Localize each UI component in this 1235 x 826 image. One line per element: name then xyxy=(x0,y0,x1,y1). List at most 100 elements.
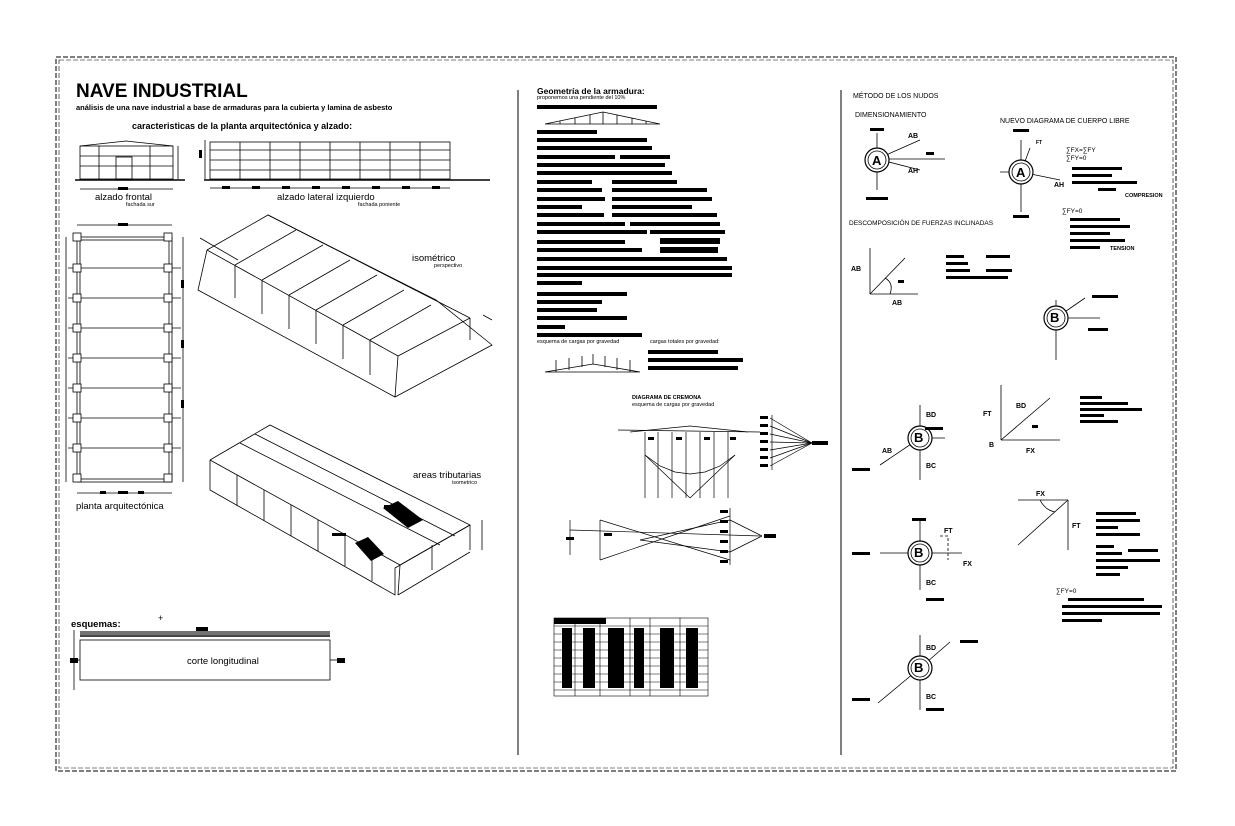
node-b-4-tag2 xyxy=(960,640,978,643)
cremona-diagram xyxy=(617,415,813,499)
node-b-4-tag3 xyxy=(926,708,944,711)
node-a-fbd-inner xyxy=(1011,162,1031,182)
floor-plan-dim-tags xyxy=(100,223,184,494)
cremona-title: DIAGRAMA DE CREMONA xyxy=(632,395,702,401)
decomposition-axes xyxy=(869,248,918,295)
truss-subtitle: proponemos una pendiente del 10% xyxy=(537,95,626,101)
label-ab-2: AB xyxy=(851,266,862,273)
bd-tag xyxy=(1032,425,1038,428)
label-ab-4: AB xyxy=(882,448,893,455)
section-cut-label: corte longitudinal xyxy=(187,656,259,667)
label-fx-1: FX xyxy=(1026,448,1035,455)
compression-label: COMPRESION xyxy=(1125,193,1163,199)
sum-fx-eq: ∑FX=∑FY xyxy=(1066,147,1096,154)
fbd-equation-blocks xyxy=(1070,167,1137,249)
plus-icon: + xyxy=(158,613,164,623)
section-left-tag xyxy=(70,658,78,663)
node-a-fbd-label: A xyxy=(1016,165,1026,180)
node-a-tag-top xyxy=(870,128,884,131)
section-title: caracteristicas de la planta arquitectón… xyxy=(132,121,353,131)
page-title: NAVE INDUSTRIAL xyxy=(76,81,248,102)
section-roof-hatch xyxy=(80,631,330,637)
label-fx-3: FX xyxy=(1036,491,1045,498)
node-b-4-label: B xyxy=(914,660,924,675)
node-a-tag-bottom xyxy=(866,197,888,200)
fx-ft-calc-blocks xyxy=(1096,512,1160,576)
side-elevation-label: alzado lateral izquierdo xyxy=(277,192,375,203)
sheet-border-outer xyxy=(55,56,1177,772)
decomposition-title: DESCOMPOSICIÓN DE FUERZAS INCLINADAS xyxy=(849,220,994,227)
floor-plan-label: planta arquitectónica xyxy=(76,501,164,512)
gravity-scheme-label: esquema de cargas por gravedad xyxy=(537,339,620,345)
cremona-labels xyxy=(648,416,828,467)
label-ab-3: AB xyxy=(892,300,903,307)
front-elevation-label: alzado frontal xyxy=(95,192,153,203)
front-elevation-sublabel: fachada sur xyxy=(126,202,155,208)
force-polygon-labels xyxy=(566,510,776,563)
schemes-label: esquemas: xyxy=(71,619,121,630)
truss-top-text-block xyxy=(537,105,657,109)
floor-plan-columns xyxy=(72,232,173,483)
label-ab-1: AB xyxy=(908,133,919,140)
truss-geometry xyxy=(544,111,661,125)
front-elevation xyxy=(75,140,185,190)
node-b-2-outer xyxy=(907,425,933,451)
node-b-3-inner xyxy=(910,543,930,563)
sum-fy-eq-2: ∑FY=0 xyxy=(1062,208,1083,215)
node-b-1-outer xyxy=(1043,305,1069,331)
label-bc-1: BC xyxy=(926,463,937,470)
node-a-label: A xyxy=(872,153,882,168)
dimensioning-title: DIMENSIONAMIENTO xyxy=(855,112,927,119)
label-bc-3: BC xyxy=(926,694,937,701)
node-b-2-label: B xyxy=(914,430,924,445)
label-bc-2: BC xyxy=(926,580,937,587)
node-b-1-tag2 xyxy=(1088,328,1108,331)
gravity-totals-label: cargas totales por gravedad: xyxy=(650,339,720,345)
tributary-isometric-view xyxy=(209,424,483,596)
node-b-4-tag xyxy=(852,698,870,701)
label-ah-2: AH xyxy=(1054,182,1065,189)
section-dim-tag xyxy=(196,627,208,631)
isometric-label: isométrico xyxy=(412,253,456,264)
decomp-tag xyxy=(898,280,904,283)
method-title: MÉTODO DE LOS NUDOS xyxy=(853,93,939,100)
tributary-label: areas tributarias xyxy=(413,470,482,481)
section-right-tag xyxy=(337,658,345,663)
front-dim-tag xyxy=(118,187,128,190)
label-bd-3: BD xyxy=(926,645,937,652)
truss-title: Geometría de la armadura: xyxy=(537,86,645,96)
tension-label: TENSION xyxy=(1110,246,1135,252)
label-bd-1: BD xyxy=(926,412,937,419)
label-ft-top: FT xyxy=(1036,140,1043,146)
node-a-fbd-tag2 xyxy=(1013,215,1029,218)
label-ft-1: FT xyxy=(983,411,992,418)
tributary-hatch xyxy=(332,501,423,561)
node-b-3-tag3 xyxy=(926,598,944,601)
force-polygon xyxy=(569,508,763,565)
node-b-2-tag xyxy=(852,468,870,471)
sum-fy-blocks xyxy=(1062,598,1162,622)
node-a-inner xyxy=(867,150,887,170)
node-a-outer xyxy=(864,147,890,173)
label-ah-1: AH xyxy=(908,168,919,175)
node-b-4-outer xyxy=(907,655,933,681)
cremona-subtitle: esquema de cargas por gravedad xyxy=(632,402,715,408)
label-ft-2: FT xyxy=(944,528,953,535)
node-b-2-inner xyxy=(910,428,930,448)
decomp-calc-blocks xyxy=(946,255,1012,279)
fbd-title: NUEVO DIAGRAMA DE CUERPO LIBRE xyxy=(1000,118,1130,125)
side-dim-tags xyxy=(199,150,440,189)
sum-fy-eq-3: ∑FY=0 xyxy=(1056,588,1077,595)
side-elevation xyxy=(204,140,490,189)
node-b-1-label: B xyxy=(1050,310,1060,325)
node-b-1-tag xyxy=(1092,295,1118,298)
fx-ft-axes xyxy=(1017,499,1069,550)
label-bd-2: BD xyxy=(1016,403,1027,410)
sum-fy-eq: ∑FY=0 xyxy=(1066,155,1087,162)
node-b-3-tag xyxy=(852,552,870,555)
node-a-tag-right xyxy=(926,152,934,155)
node-b-4-inner xyxy=(910,658,930,678)
truss-calculation-blocks xyxy=(537,130,743,370)
node-b-3-outer xyxy=(907,540,933,566)
